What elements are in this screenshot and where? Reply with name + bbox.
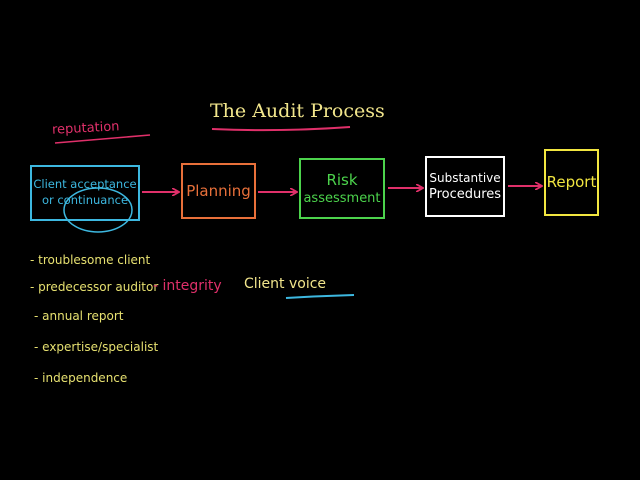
step-substantive-line1: Substantive: [429, 170, 501, 185]
step-risk-line1: Risk: [326, 170, 358, 189]
step-report-label: Report: [546, 173, 597, 192]
step-substantive-procedures: Substantive Procedures: [425, 156, 505, 217]
step-risk-line2: assessment: [303, 190, 381, 206]
note-integrity: - integrity: [153, 278, 222, 294]
step-planning: Planning: [181, 163, 256, 219]
step-planning-label: Planning: [186, 181, 251, 200]
diagram-title: The Audit Process: [210, 100, 385, 122]
client-voice-underline: [285, 294, 355, 299]
reputation-underline: [54, 134, 151, 144]
title-underline: [211, 126, 351, 132]
step-client-acceptance: Client acceptance or continuance: [30, 165, 140, 221]
step-client-acceptance-line2: or continuance: [41, 193, 129, 207]
note-client-voice: Client voice: [244, 276, 327, 292]
note-troublesome-client: - troublesome client: [30, 253, 151, 267]
note-expertise-specialist: - expertise/specialist: [34, 340, 159, 354]
note-independence: - independence: [34, 371, 128, 385]
step-client-acceptance-line1: Client acceptance: [33, 177, 137, 192]
note-annual-report: - annual report: [34, 309, 124, 323]
step-substantive-line2: Procedures: [428, 186, 502, 202]
step-risk-assessment: Risk assessment: [299, 158, 385, 219]
note-predecessor-auditor: - predecessor auditor: [30, 280, 159, 294]
continuance-circle: [63, 187, 133, 233]
step-report: Report: [544, 149, 599, 216]
